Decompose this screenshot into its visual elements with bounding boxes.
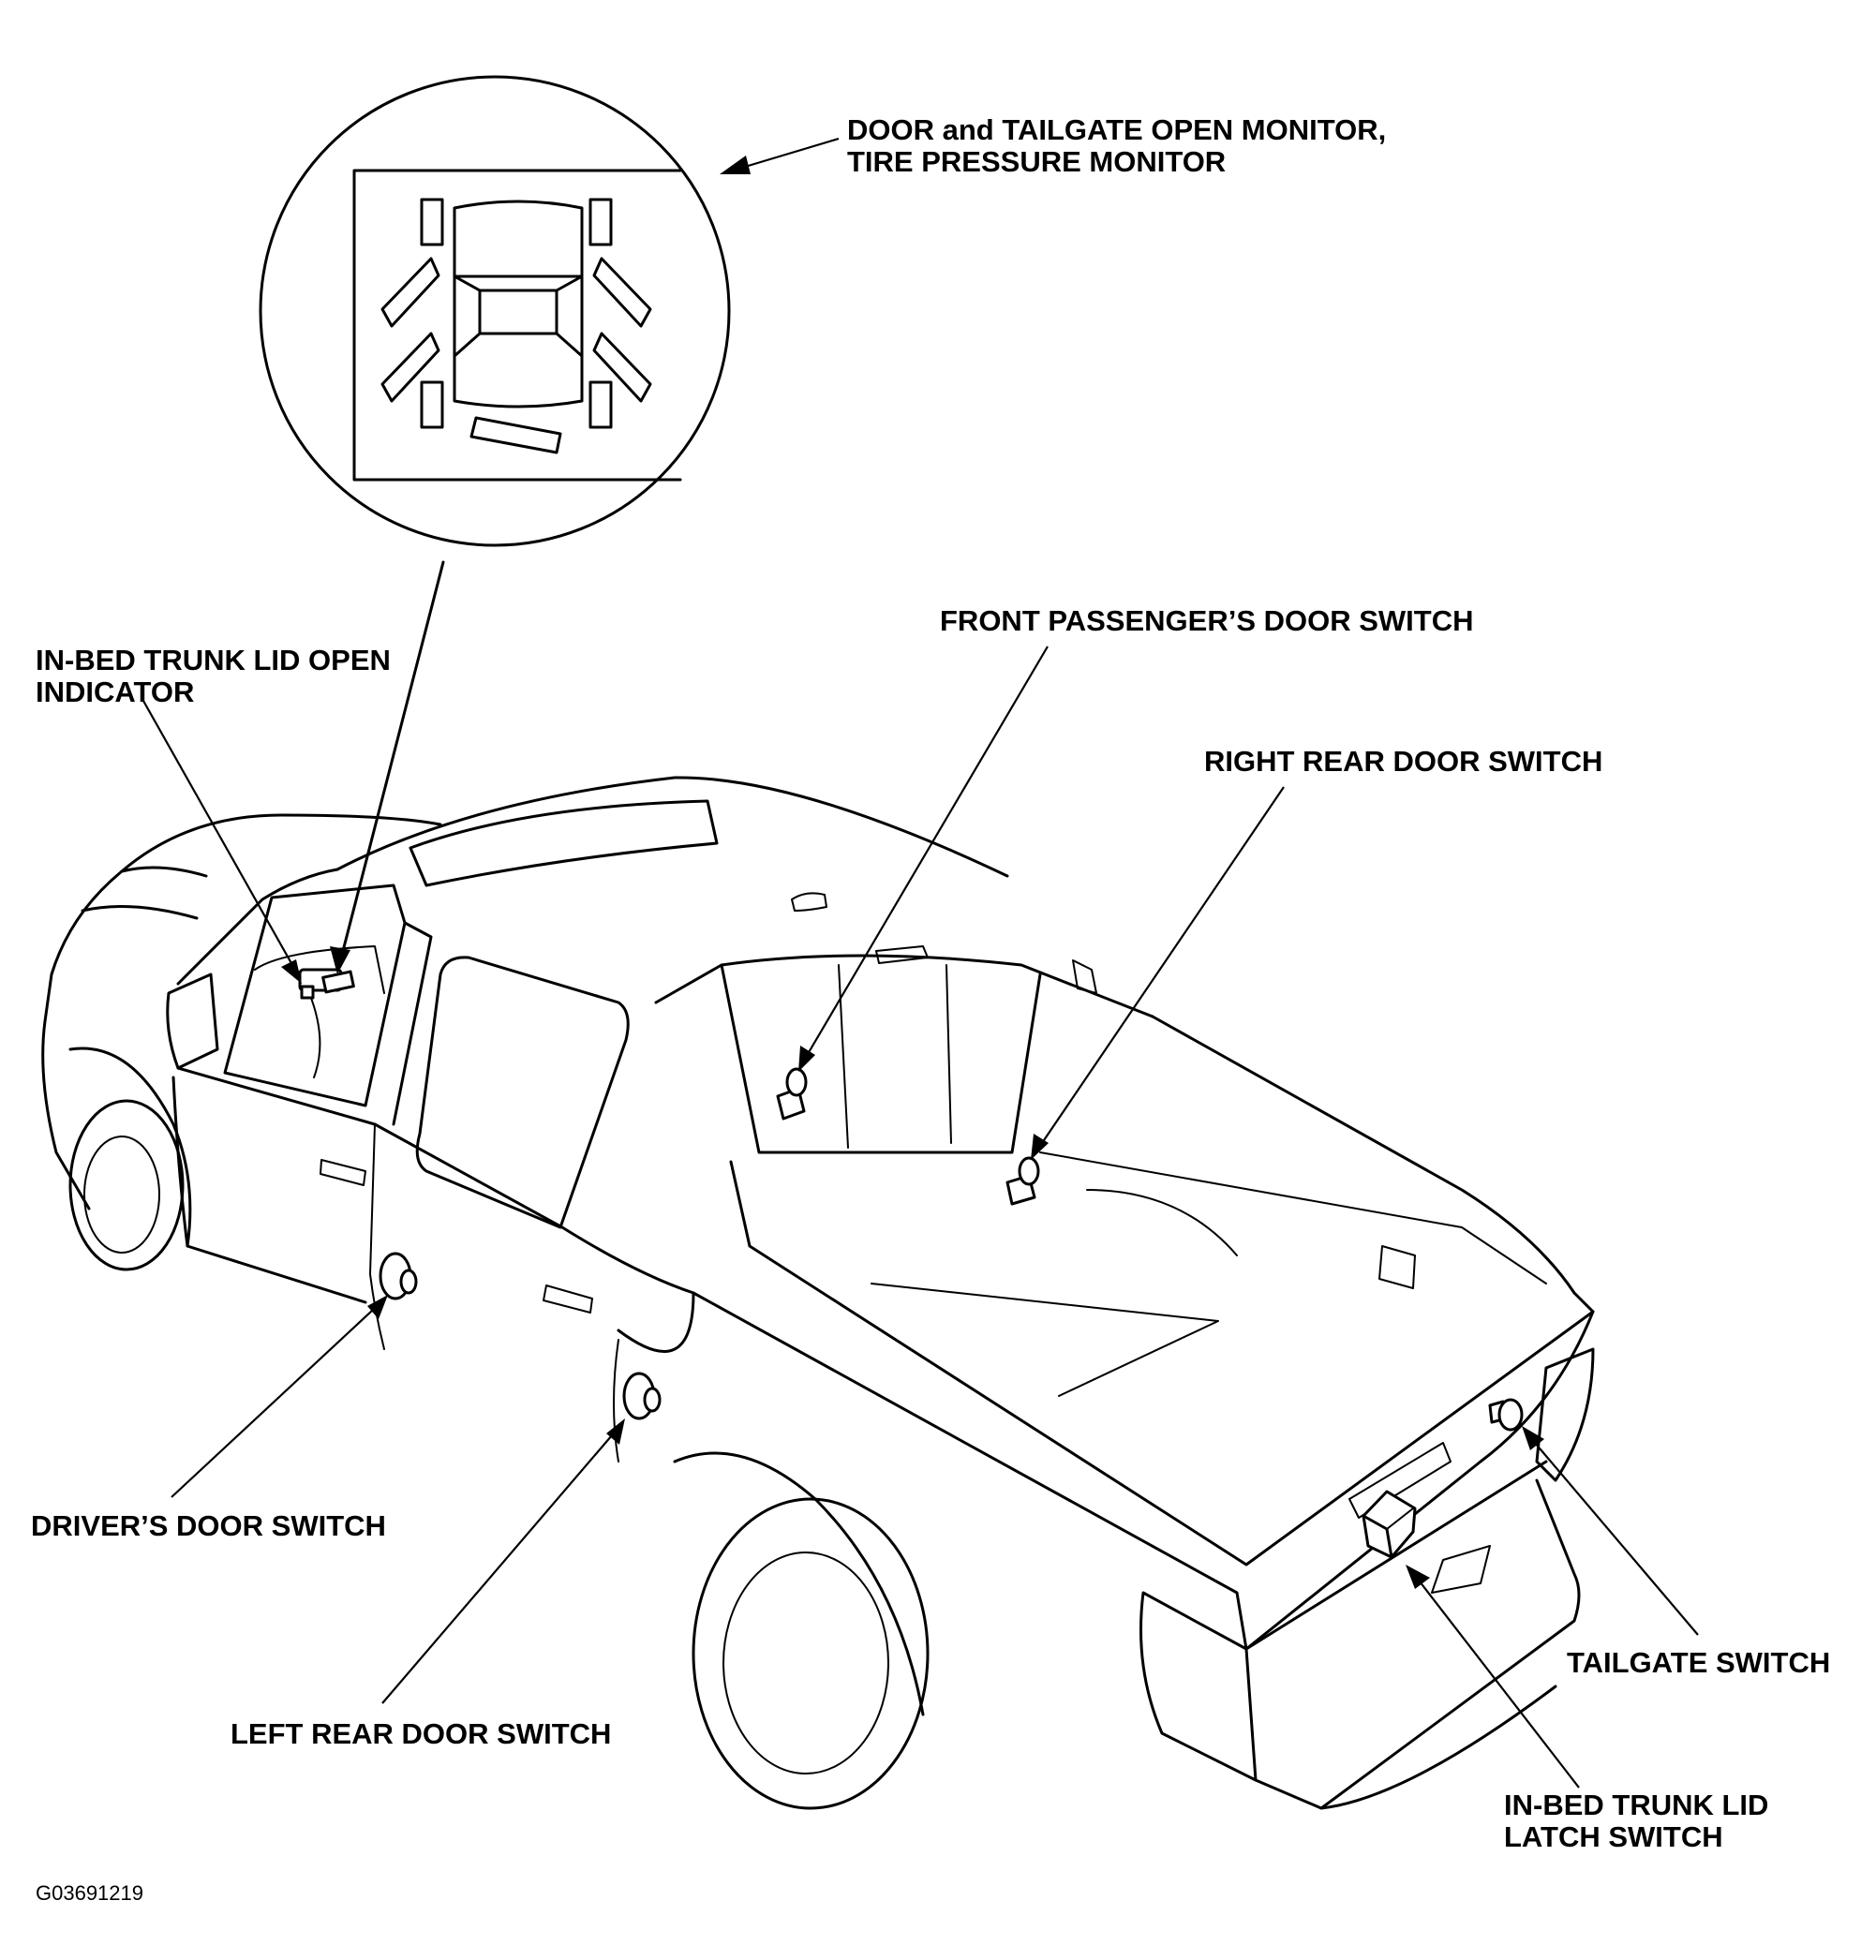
- monitor-callout-label: DOOR and TAILGATE OPEN MONITOR, TIRE PRE…: [847, 114, 1386, 178]
- tailgate-switch-icon: [1488, 1398, 1524, 1432]
- front-passenger-door-switch-icon: [776, 1067, 808, 1121]
- monitor-detail-circle: [259, 75, 731, 547]
- rear-right-door-icon: [592, 332, 652, 403]
- rear-left-tire-icon: [420, 380, 444, 429]
- trunk-latch-callout-line1: IN-BED TRUNK LID: [1504, 1789, 1769, 1821]
- right-rear-callout-line1: RIGHT REAR DOOR SWITCH: [1204, 745, 1603, 778]
- monitor-callout-line2: TIRE PRESSURE MONITOR: [847, 145, 1227, 178]
- left-rear-door-switch-icon: [622, 1372, 662, 1420]
- front-passenger-callout-line1: FRONT PASSENGER’S DOOR SWITCH: [940, 604, 1474, 637]
- monitor-callout-line1: DOOR and TAILGATE OPEN MONITOR,: [847, 113, 1387, 146]
- driver-callout-line1: DRIVER’S DOOR SWITCH: [31, 1509, 386, 1542]
- trunk-latch-callout-label: IN-BED TRUNK LID LATCH SWITCH: [1504, 1789, 1768, 1853]
- car-top-view-icon: [453, 200, 584, 408]
- tailgate-icon: [469, 416, 562, 454]
- trunk-indicator-callout-label: IN-BED TRUNK LID OPEN INDICATOR: [36, 645, 391, 708]
- driver-door-switch-icon: [379, 1252, 418, 1300]
- front-passenger-callout-label: FRONT PASSENGER’S DOOR SWITCH: [940, 605, 1474, 637]
- right-rear-callout-label: RIGHT REAR DOOR SWITCH: [1204, 746, 1602, 778]
- leader-lines: [142, 137, 1699, 1789]
- rear-left-door-icon: [380, 332, 440, 403]
- tailgate-callout-line1: TAILGATE SWITCH: [1567, 1646, 1831, 1679]
- left-rear-callout-line1: LEFT REAR DOOR SWITCH: [231, 1717, 612, 1750]
- truck-outline: [41, 776, 1595, 1810]
- right-rear-door-switch-icon: [1005, 1156, 1040, 1206]
- in-bed-trunk-lid-latch-switch-icon: [1362, 1490, 1417, 1559]
- trunk-indicator-callout-line2: INDICATOR: [36, 676, 195, 708]
- rear-right-tire-icon: [588, 380, 613, 429]
- figure-id: G03691219: [36, 1881, 143, 1905]
- tailgate-callout-label: TAILGATE SWITCH: [1567, 1647, 1830, 1679]
- driver-callout-label: DRIVER’S DOOR SWITCH: [31, 1510, 386, 1542]
- front-left-door-icon: [380, 257, 440, 328]
- left-rear-callout-label: LEFT REAR DOOR SWITCH: [231, 1718, 611, 1750]
- front-right-tire-icon: [588, 198, 613, 246]
- front-left-tire-icon: [420, 198, 444, 246]
- trunk-indicator-callout-line1: IN-BED TRUNK LID OPEN: [36, 644, 391, 676]
- front-right-door-icon: [592, 257, 652, 328]
- trunk-latch-callout-line2: LATCH SWITCH: [1504, 1820, 1723, 1853]
